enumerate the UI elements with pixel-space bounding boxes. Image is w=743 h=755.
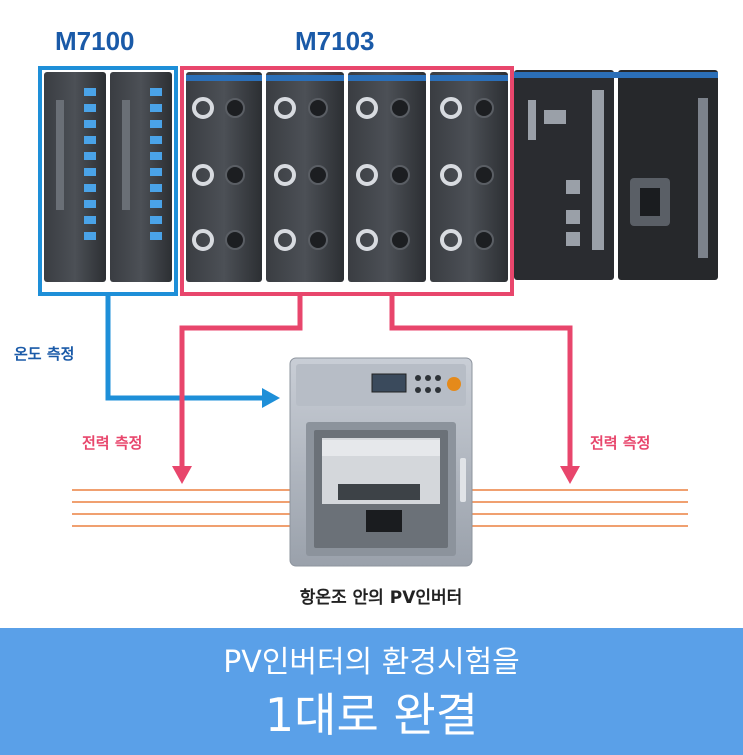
m7103-frame [180, 66, 514, 296]
diagram-canvas: M7100 M7103 [14, 26, 718, 608]
temperature-label: 온도 측정 [14, 345, 74, 363]
power-arrowhead-left [172, 466, 192, 484]
temperature-line [105, 294, 262, 401]
temperature-arrowhead [262, 388, 280, 408]
power-line-left [179, 294, 303, 468]
chamber-caption: 항온조 안의 PV인버터 [300, 587, 463, 608]
power-line-right [389, 294, 573, 468]
m7100-modules [44, 72, 172, 282]
power-arrowhead-right [560, 466, 580, 484]
environmental-chamber [289, 357, 473, 567]
banner-line-1: PV인버터의 환경시험을 [223, 645, 520, 680]
power-wires [72, 489, 688, 527]
power-label-right: 전력 측정 [590, 434, 650, 452]
conclusion-banner: PV인버터의 환경시험을 1대로 완결 [0, 628, 743, 755]
module-title-m7100: M7100 [55, 26, 135, 56]
m7103-modules [186, 72, 508, 282]
banner-line-2: 1대로 완결 [264, 688, 479, 742]
module-title-m7103: M7103 [295, 26, 375, 56]
measurement-instrument [44, 70, 718, 282]
main-unit [514, 70, 718, 280]
power-label-left: 전력 측정 [82, 434, 142, 452]
